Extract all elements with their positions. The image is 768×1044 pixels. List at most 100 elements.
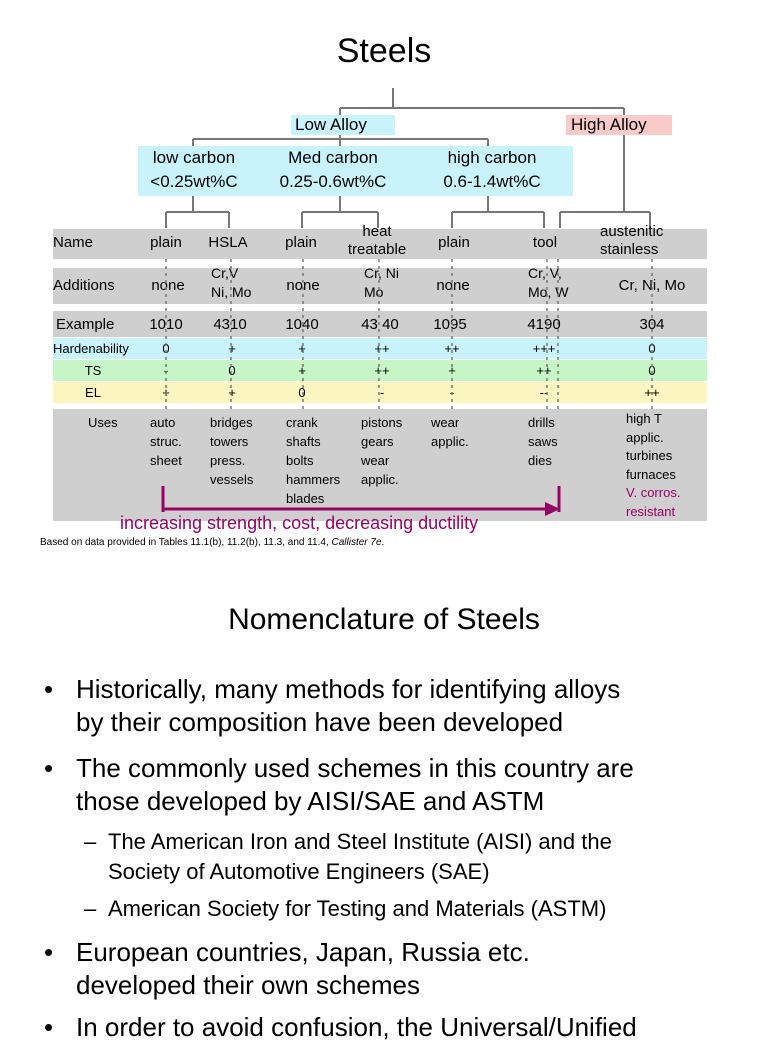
name-line: austenitic (600, 223, 664, 240)
slide-title-nomenclature: Nomenclature of Steels (228, 603, 540, 636)
row-label-additions: Additions (53, 277, 115, 294)
uses-line: applic. (361, 472, 399, 487)
med-carbon-name: Med carbon (288, 148, 378, 167)
uses-line: shafts (286, 434, 321, 449)
high-alloy-label: High Alloy (571, 115, 647, 134)
col-additions-cell: Cr, Ni, Mo (618, 277, 686, 294)
high-carbon-range: 0.6-1.4wt%C (443, 172, 541, 191)
subbullet-dash: – (84, 829, 97, 854)
col-ts-cell: 0 (648, 363, 656, 378)
col-ts-cell: + (448, 363, 456, 378)
bullet-dot: • (44, 674, 54, 704)
uses-line: applic. (626, 429, 664, 445)
col-additions-cell: none (151, 277, 185, 294)
col-example-cell: 4310 (213, 316, 247, 333)
high-carbon-group: high carbon 0.6-1.4wt%C (428, 146, 556, 194)
low-alloy-box (291, 115, 395, 135)
uses-line-highlight: resistant (626, 503, 676, 519)
med-carbon-group: Med carbon 0.25-0.6wt%C (265, 146, 401, 194)
uses-line: gears (361, 434, 394, 449)
row-label-name: Name (53, 234, 94, 251)
uses-line: bolts (286, 453, 314, 468)
bullet-line: The commonly used schemes in this countr… (76, 753, 634, 783)
subbullet-line: American Society for Testing and Materia… (108, 896, 607, 921)
col-name-cell: plain (438, 234, 470, 251)
bullet-text: In order to avoid confusion, the Univers… (76, 1011, 637, 1044)
increasing-strength-arrow (161, 486, 561, 516)
uses-line: bridges (210, 415, 253, 430)
arrow-caption: increasing strength, cost, decreasing du… (120, 513, 479, 533)
additions-line: Cr, V, (528, 265, 562, 281)
uses-line: high T (626, 411, 662, 426)
col-example-cell: 1040 (285, 316, 319, 333)
name-row-band (53, 229, 707, 259)
uses-line: wear (361, 453, 390, 468)
bullet-line: developed their own schemes (76, 970, 420, 1000)
col-hardenability-cell: 0 (162, 341, 170, 356)
low-carbon-range: <0.25wt%C (150, 172, 238, 191)
low-carbon-group: low carbon <0.25wt%C (138, 146, 250, 194)
low-alloy-label: Low Alloy (295, 115, 367, 134)
name-line: heat (362, 223, 392, 240)
med-carbon-range: 0.25-0.6wt%C (279, 172, 387, 191)
col-name-cell: HSLA (208, 234, 248, 251)
slide-title-steels: Steels (336, 32, 432, 70)
col-hardenability-cell: ++ (374, 341, 390, 356)
uses-line: vessels (210, 472, 254, 487)
col-el-cell: -- (539, 385, 549, 400)
col-name-cell: austenitic stainless (600, 223, 663, 259)
subbullet-dash: – (84, 896, 97, 921)
hardenability-row-band (53, 338, 707, 359)
name-line: stainless (600, 241, 659, 258)
col-ts-cell: 0 (228, 363, 236, 378)
bullet-dot: • (44, 937, 54, 967)
uses-line-highlight: V. corros. (626, 485, 681, 500)
col-uses-cell: crank shafts bolts hammers blades (286, 413, 340, 508)
uses-line: press. (210, 453, 246, 468)
col-name-cell: plain (150, 234, 182, 251)
col-example-cell: 43 40 (361, 316, 399, 333)
row-label-example: Example (56, 316, 115, 333)
col-ts-cell: - (163, 363, 169, 378)
col-example-cell: 1095 (433, 316, 467, 333)
col-uses-cell: pistons gears wear applic. (361, 413, 402, 489)
carbon-range-box (138, 146, 573, 196)
bullet-dot: • (44, 1012, 54, 1042)
col-hardenability-cell: +++ (532, 341, 556, 356)
uses-line: hammers (286, 472, 341, 487)
col-additions-cell: none (436, 277, 470, 294)
ts-row-band (53, 360, 707, 381)
col-hardenability-cell: + (298, 341, 306, 356)
footnote-book: Callister 7e (331, 537, 382, 548)
additions-line: Cr, Ni (364, 265, 399, 281)
bullet-text: The commonly used schemes in this countr… (76, 752, 634, 818)
bullet-text: Historically, many methods for identifyi… (76, 673, 620, 739)
subbullet-line: Society of Automotive Engineers (SAE) (108, 859, 490, 884)
uses-line: blades (286, 491, 325, 506)
col-name-cell: heat treatable (338, 223, 416, 259)
col-ts-cell: ++ (374, 363, 390, 378)
bullet-dot: • (44, 753, 54, 783)
subbullet-text: American Society for Testing and Materia… (108, 894, 606, 924)
col-el-cell: + (228, 385, 236, 400)
uses-line: wear (431, 415, 460, 430)
bullet-line: European countries, Japan, Russia etc. (76, 937, 530, 967)
col-el-cell: 0 (298, 385, 306, 400)
col-uses-cell: wear applic. (431, 413, 469, 451)
footnote-text: Based on data provided in Tables 11.1(b)… (40, 537, 332, 548)
col-additions-cell: none (286, 277, 320, 294)
high-alloy-box (566, 115, 672, 135)
bullet-line: by their composition have been developed (76, 707, 564, 737)
row-label-hardenability: Hardenability (53, 341, 129, 356)
uses-line: saws (528, 434, 558, 449)
col-hardenability-cell: + (228, 341, 236, 356)
col-uses-cell: auto struc. sheet (150, 413, 182, 470)
bullet-line: Historically, many methods for identifyi… (76, 674, 621, 704)
uses-line: drills (528, 415, 555, 430)
uses-line: struc. (150, 434, 182, 449)
col-ts-cell: ++ (536, 363, 552, 378)
col-uses-cell: high T applic. turbines furnaces V. corr… (626, 410, 680, 521)
uses-line: turbines (626, 448, 673, 463)
uses-line: pistons (361, 415, 403, 430)
bullet-line: those developed by AISI/SAE and ASTM (76, 786, 545, 816)
